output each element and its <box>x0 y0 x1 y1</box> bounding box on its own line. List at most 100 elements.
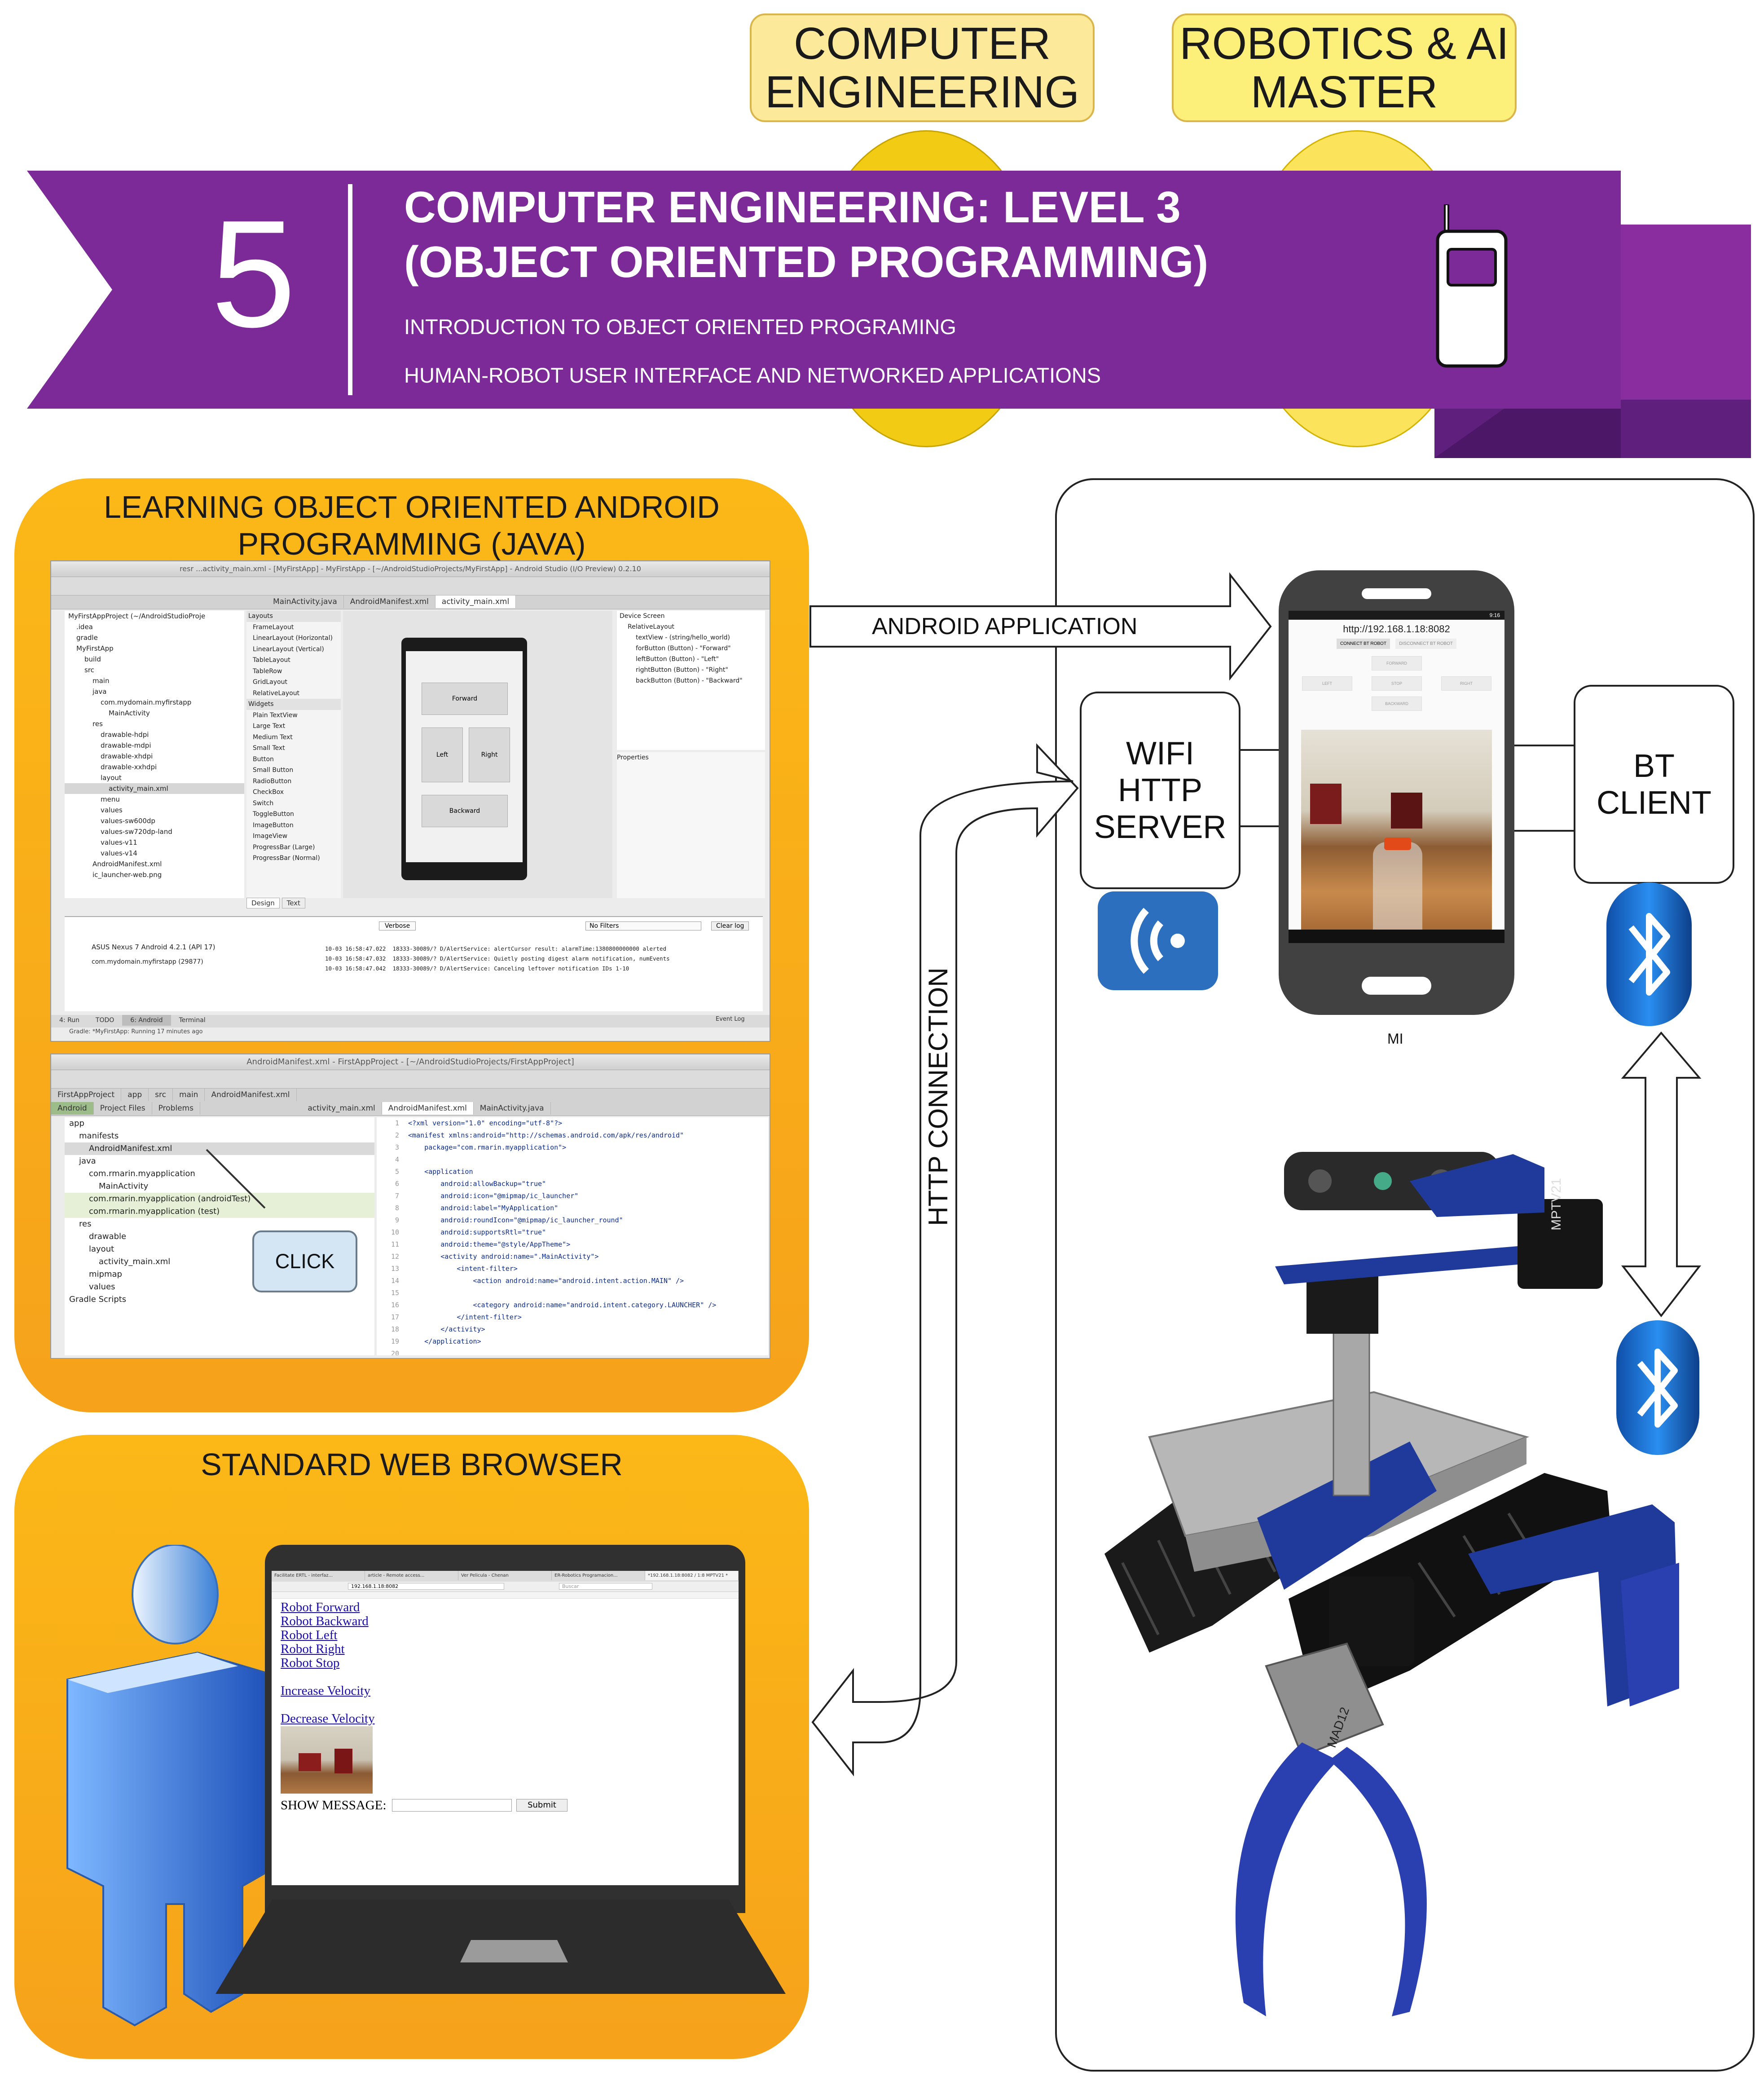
clear-log-button[interactable]: Clear log <box>711 921 749 930</box>
tab-design[interactable]: Design <box>246 898 280 908</box>
view-tab[interactable]: Android <box>51 1102 94 1115</box>
palette-item[interactable]: ImageView <box>253 833 288 840</box>
palette-item[interactable]: ProgressBar (Normal) <box>253 855 320 862</box>
event-log-link[interactable]: Event Log <box>716 1016 745 1023</box>
tree-item[interactable]: MyFirstAppProject (~/AndroidStudioProje <box>68 612 206 620</box>
submit-button[interactable]: Submit <box>516 1799 567 1812</box>
component-item[interactable]: backButton (Button) - "Backward" <box>636 677 743 684</box>
file-tab[interactable]: AndroidManifest.xml <box>382 1102 474 1115</box>
status-tab[interactable]: TODO <box>95 1017 114 1024</box>
tree-item[interactable]: mipmap <box>89 1270 122 1279</box>
file-tab[interactable]: activity_main.xml <box>301 1102 382 1115</box>
tree-item[interactable]: manifests <box>79 1131 119 1141</box>
breadcrumb-item[interactable]: AndroidManifest.xml <box>205 1089 297 1101</box>
tree-item[interactable]: drawable-mdpi <box>101 741 151 750</box>
tab-activity-main[interactable]: activity_main.xml <box>435 595 516 608</box>
tree-item[interactable]: drawable-hdpi <box>101 731 149 739</box>
palette-item[interactable]: Layouts <box>246 611 341 622</box>
palette-item[interactable]: TableRow <box>253 667 282 675</box>
tree-item[interactable]: com.rmarin.myapplication (test) <box>65 1205 374 1218</box>
tree-item[interactable]: layout <box>101 774 122 782</box>
preview-button[interactable]: Left <box>422 727 463 782</box>
view-tab[interactable]: Project Files <box>94 1102 152 1115</box>
tree-item[interactable]: values-sw600dp <box>101 817 155 825</box>
tree-item[interactable]: Gradle Scripts <box>69 1295 127 1304</box>
component-item[interactable]: Device Screen <box>620 613 665 620</box>
palette-item[interactable]: Medium Text <box>253 733 293 741</box>
palette-item[interactable]: FrameLayout <box>253 623 294 631</box>
robot-link[interactable]: Robot Left <box>281 1628 338 1642</box>
palette-item[interactable]: RelativeLayout <box>253 689 300 697</box>
palette-item[interactable]: ToggleButton <box>253 811 294 818</box>
tree-item[interactable]: .idea <box>76 623 93 631</box>
robot-link[interactable]: Robot Forward <box>281 1600 360 1614</box>
tree-item[interactable]: ic_launcher-web.png <box>92 871 162 879</box>
palette-item[interactable]: TableLayout <box>253 657 290 664</box>
tree-item[interactable]: res <box>92 720 103 728</box>
robot-link[interactable]: Robot Right <box>281 1642 345 1656</box>
tab-main-activity[interactable]: MainActivity.java <box>267 595 344 608</box>
tree-item[interactable]: res <box>79 1219 92 1229</box>
tree-item[interactable]: main <box>92 677 110 685</box>
phone-direction-button[interactable]: STOP <box>1372 676 1422 691</box>
tree-item[interactable]: drawable-xhdpi <box>101 752 153 760</box>
tree-item[interactable]: src <box>84 666 94 674</box>
palette-item[interactable]: Button <box>253 755 274 763</box>
tree-item[interactable]: com.rmarin.myapplication <box>89 1169 195 1178</box>
phone-direction-button[interactable]: BACKWARD <box>1372 697 1422 711</box>
preview-button[interactable]: Forward <box>422 683 508 715</box>
tree-item[interactable]: gradle <box>76 634 98 642</box>
view-tab[interactable]: Problems <box>152 1102 200 1115</box>
tree-item[interactable]: MainActivity <box>109 709 150 717</box>
tree-item[interactable]: values <box>101 806 123 814</box>
component-item[interactable]: forButton (Button) - "Forward" <box>636 645 731 652</box>
tree-item[interactable]: values-v11 <box>101 838 137 847</box>
message-input[interactable] <box>392 1799 512 1812</box>
component-item[interactable]: RelativeLayout <box>628 623 675 630</box>
browser-tab[interactable]: Facilitate ERTL - interfaz... <box>272 1571 365 1580</box>
status-tab[interactable]: 6: Android <box>122 1015 171 1026</box>
search-field[interactable]: Buscar <box>559 1583 652 1590</box>
tree-item[interactable]: build <box>84 655 101 663</box>
tree-item[interactable]: values-sw720dp-land <box>101 828 172 836</box>
tree-item[interactable]: values <box>89 1282 115 1292</box>
robot-link[interactable]: Robot Backward <box>281 1614 369 1628</box>
process-name[interactable]: com.mydomain.myfirstapp (29877) <box>92 958 203 966</box>
browser-tab[interactable]: ER-Robotics Programacion... <box>552 1571 645 1580</box>
component-item[interactable]: rightButton (Button) - "Right" <box>636 666 728 674</box>
phone-direction-button[interactable]: RIGHT <box>1441 676 1491 691</box>
tree-item[interactable]: MyFirstApp <box>76 644 114 653</box>
status-tab[interactable]: 4: Run <box>59 1017 79 1024</box>
log-level-select[interactable]: Verbose <box>379 921 416 930</box>
palette-item[interactable]: LinearLayout (Vertical) <box>253 645 324 653</box>
tree-item[interactable]: drawable-xxhdpi <box>101 763 157 771</box>
palette-item[interactable]: Large Text <box>253 723 286 730</box>
tree-item[interactable]: activity_main.xml <box>99 1257 171 1266</box>
palette-item[interactable]: CheckBox <box>253 789 284 796</box>
tab-manifest[interactable]: AndroidManifest.xml <box>344 595 436 608</box>
tree-item[interactable]: com.mydomain.myfirstapp <box>101 698 192 706</box>
component-item[interactable]: leftButton (Button) - "Left" <box>636 656 719 663</box>
tree-item[interactable]: java <box>92 688 107 696</box>
breadcrumb-item[interactable]: app <box>121 1089 149 1101</box>
robot-link[interactable]: Increase Velocity <box>281 1684 370 1698</box>
preview-button[interactable]: Backward <box>422 795 508 827</box>
component-item[interactable]: textView - (string/hello_world) <box>636 634 730 641</box>
breadcrumb-item[interactable]: src <box>149 1089 173 1101</box>
tab-text[interactable]: Text <box>282 898 305 908</box>
log-filter-select[interactable]: No Filters <box>585 921 701 930</box>
browser-tab[interactable]: *192.168.1.18:8082 / 1:8 MPTV21 * <box>645 1571 739 1580</box>
tree-item[interactable]: values-v14 <box>101 849 137 857</box>
palette-item[interactable]: Small Button <box>253 767 294 774</box>
connect-bt-button[interactable]: CONNECT BT ROBOT <box>1336 639 1390 649</box>
tree-item[interactable]: layout <box>89 1244 114 1254</box>
tree-item[interactable]: AndroidManifest.xml <box>92 860 162 868</box>
phone-direction-button[interactable]: FORWARD <box>1372 656 1422 670</box>
code-editor[interactable]: 1<?xml version="1.0" encoding="utf-8"?>2… <box>377 1117 768 1355</box>
palette-item[interactable]: Small Text <box>253 745 285 752</box>
phone-direction-button[interactable]: LEFT <box>1302 676 1352 691</box>
tree-item[interactable]: AndroidManifest.xml <box>65 1142 374 1155</box>
tree-item[interactable]: com.rmarin.myapplication (androidTest) <box>65 1193 374 1205</box>
